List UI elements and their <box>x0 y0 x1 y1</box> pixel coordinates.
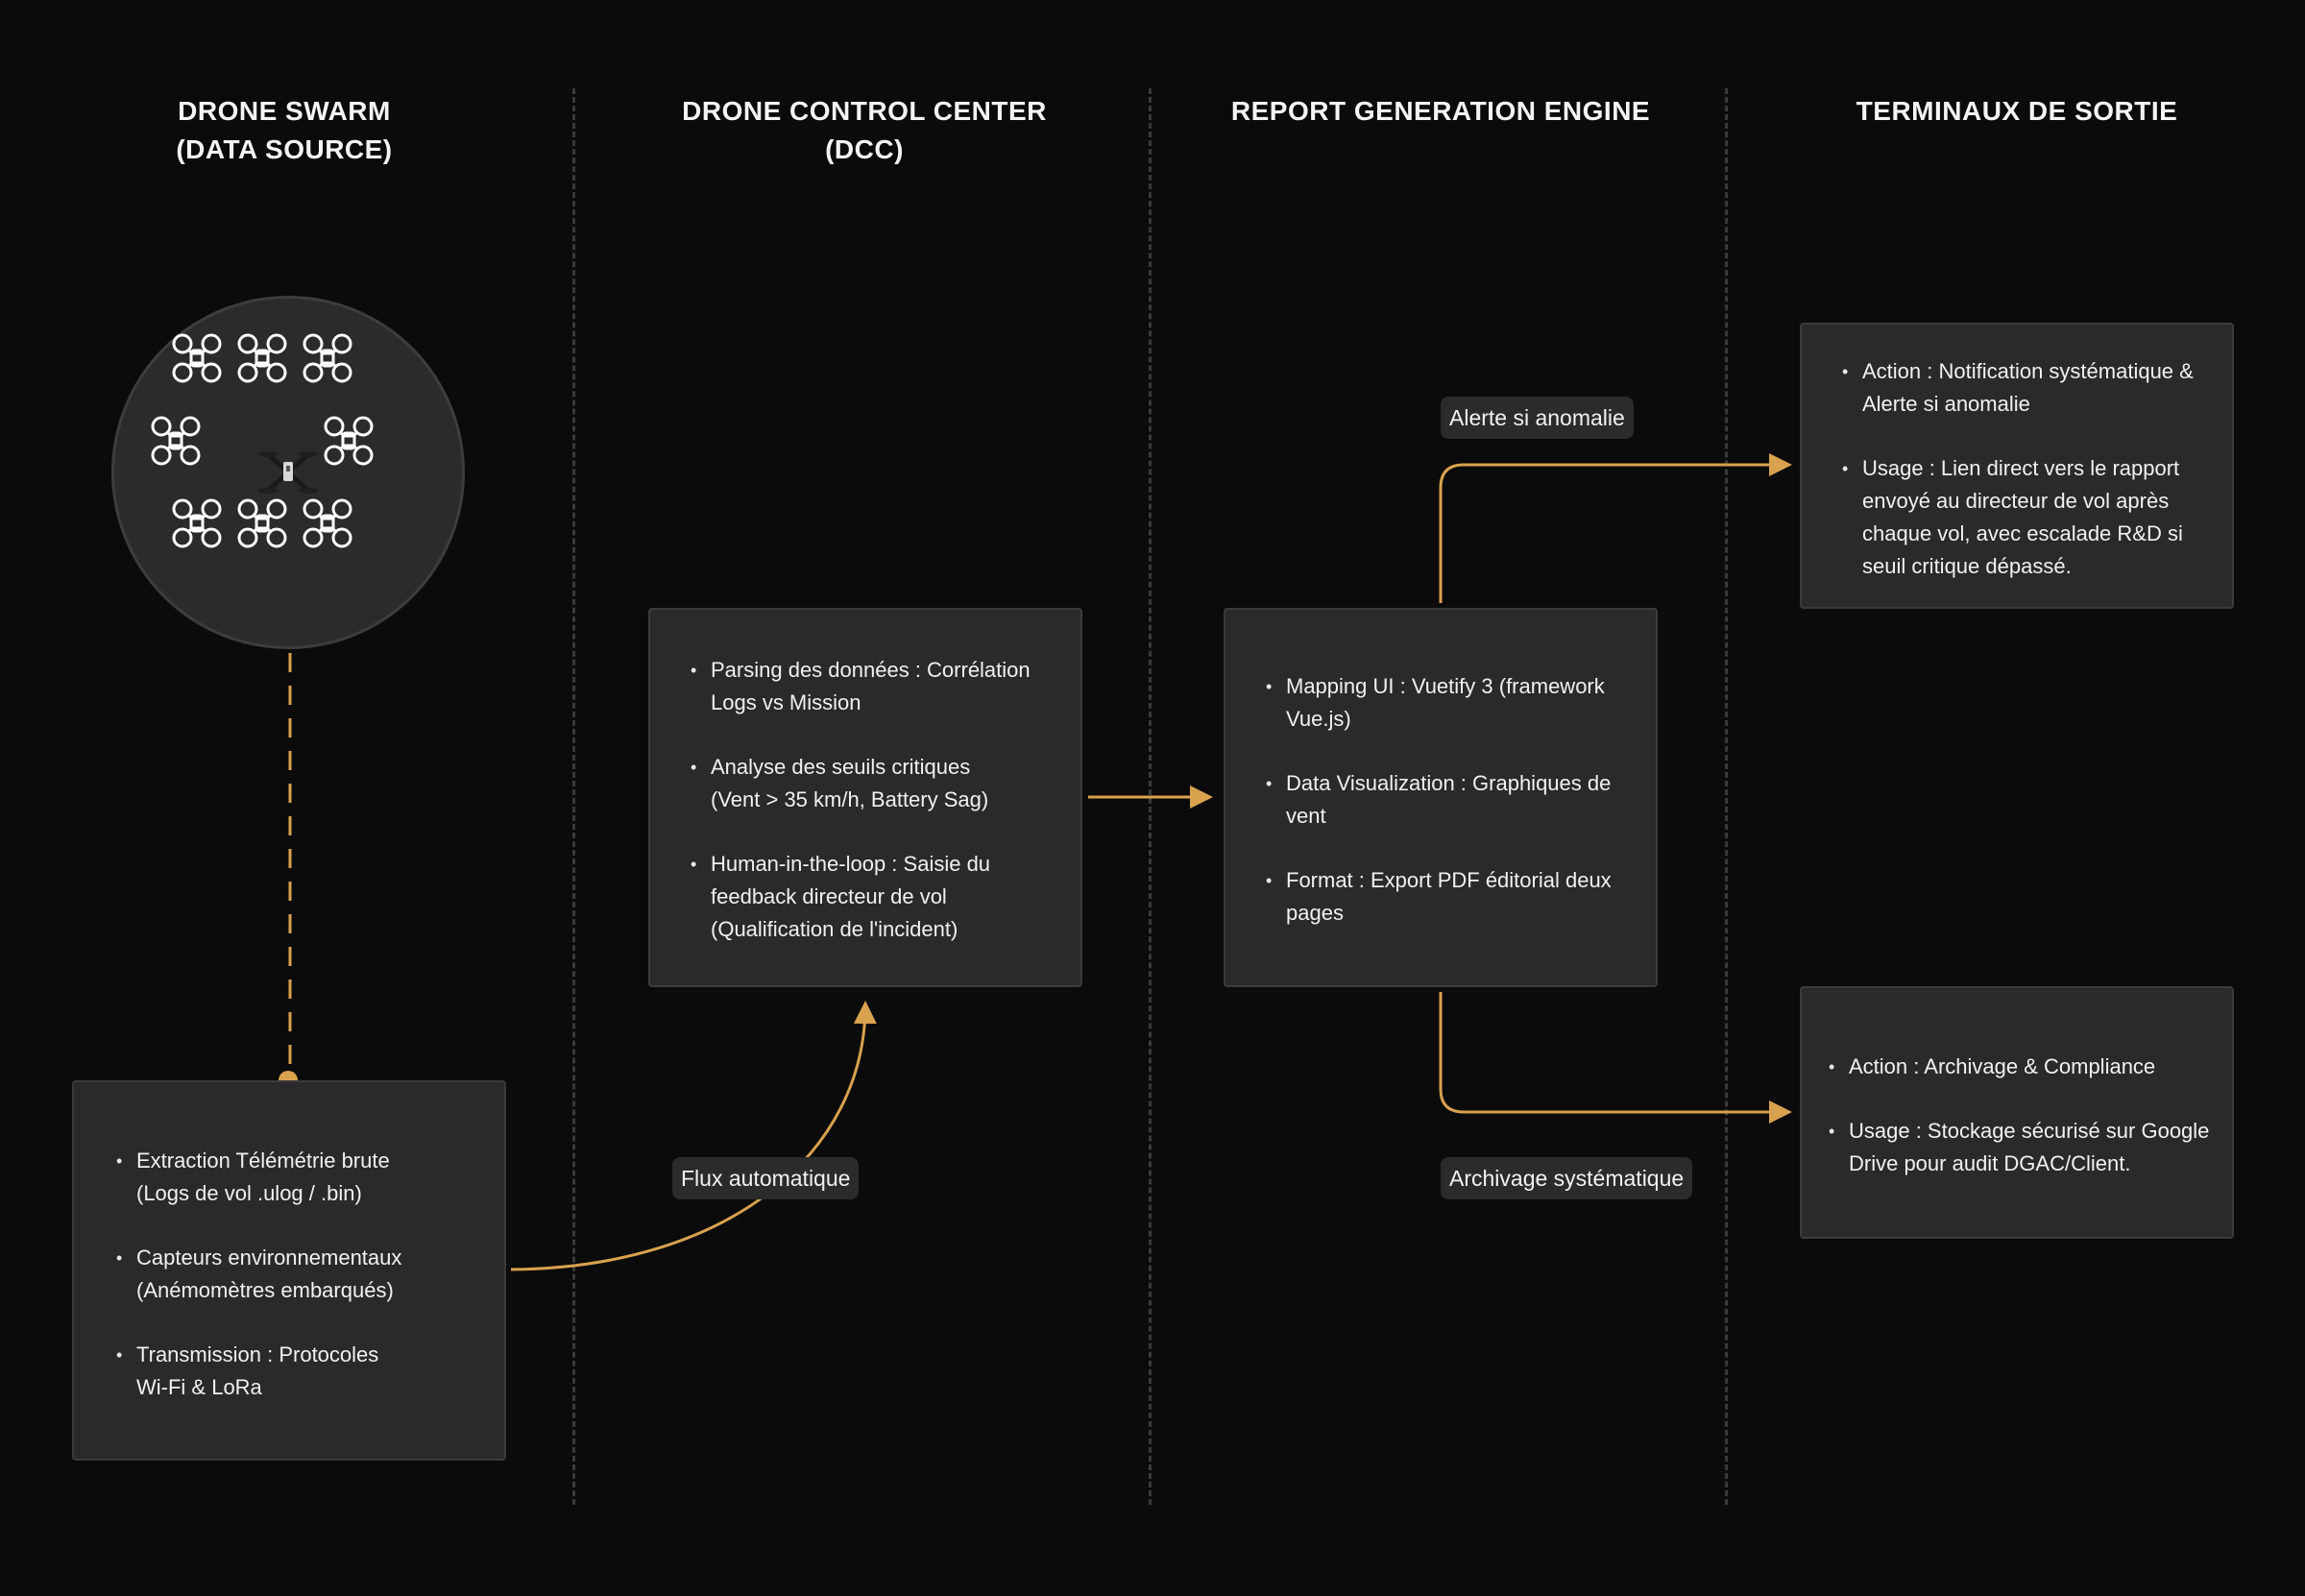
item-line: (Qualification de l'incident) <box>711 917 958 941</box>
report-engine-card: Mapping UI : Vuetify 3 (frameworkVue.js)… <box>1224 608 1658 987</box>
output-item: Action : Archivage & Compliance <box>1829 1051 2213 1083</box>
item-line: Human-in-the-loop : Saisie du <box>711 852 991 876</box>
column-title-line: DRONE CONTROL CENTER <box>682 96 1047 126</box>
item-line: Format : Export PDF éditorial deux <box>1286 868 1612 892</box>
drone-icon <box>234 496 290 551</box>
column-divider <box>1725 88 1728 1505</box>
drone-icon <box>148 413 204 469</box>
item-line: (Vent > 35 km/h, Battery Sag) <box>711 787 989 811</box>
item-line: Mapping UI : Vuetify 3 (framework <box>1286 674 1605 698</box>
column-title-line: REPORT GENERATION ENGINE <box>1230 96 1651 126</box>
engine-item: Format : Export PDF éditorial deux pages <box>1266 864 1637 930</box>
flux-automatique-tag: Flux automatique <box>672 1157 860 1199</box>
item-line: Vue.js) <box>1286 707 1351 731</box>
drone-swarm-circle <box>111 296 465 649</box>
alerte-tag: Alerte si anomalie <box>1441 397 1634 439</box>
column-title-terminaux: TERMINAUX DE SORTIE <box>1748 92 2286 131</box>
engine-item: Data Visualization : Graphiques de vent <box>1266 767 1637 833</box>
item-line: Drive pour audit DGAC/Client. <box>1849 1151 2131 1175</box>
output-item: Action : Notification systématique & Aler… <box>1842 355 2213 421</box>
item-line: (Anémomètres embarqués) <box>136 1278 394 1302</box>
item-line: (Logs de vol .ulog / .bin) <box>136 1181 362 1205</box>
archivage-tag: Archivage systématique <box>1441 1157 1693 1199</box>
item-line: envoyé au directeur de vol après <box>1862 489 2170 513</box>
column-divider <box>572 88 575 1505</box>
column-title-line: TERMINAUX DE SORTIE <box>1856 96 2178 126</box>
drone-icon <box>300 330 355 386</box>
drone-icon <box>300 496 355 551</box>
item-line: chaque vol, avec escalade R&D si <box>1862 521 2183 545</box>
archivage-arrow <box>1439 992 1792 1124</box>
item-line: pages <box>1286 901 1344 925</box>
column-title-drone-swarm: DRONE SWARM (DATA SOURCE) <box>15 92 553 169</box>
output-item: Usage : Stockage sécurisé sur GoogleDriv… <box>1829 1115 2213 1180</box>
output-item: Usage : Lien direct vers le rapport envoy… <box>1842 452 2213 583</box>
item-line: Analyse des seuils critiques <box>711 755 971 779</box>
drone-icon <box>321 413 376 469</box>
source-item: Extraction Télémétrie brute (Logs de vol … <box>116 1145 485 1210</box>
drone-icon <box>169 330 225 386</box>
item-line: Alerte si anomalie <box>1862 392 2030 416</box>
item-line: feedback directeur de vol <box>711 884 947 908</box>
column-title-subline: (DCC) <box>825 134 904 164</box>
column-title-line: DRONE SWARM <box>178 96 391 126</box>
drone-icon <box>234 330 290 386</box>
item-line: Data Visualization : Graphiques de <box>1286 771 1612 795</box>
output-archive-card: Action : Archivage & Compliance Usage : … <box>1800 986 2234 1239</box>
item-line: Capteurs environnementaux <box>136 1245 402 1270</box>
source-card: Extraction Télémétrie brute (Logs de vol … <box>72 1080 506 1461</box>
item-line: Transmission : Protocoles <box>136 1342 379 1366</box>
item-line: Usage : Lien direct vers le rapport <box>1862 456 2180 480</box>
item-line: Parsing des données : Corrélation <box>711 658 1031 682</box>
item-line: seuil critique dépassé. <box>1862 554 2072 578</box>
item-line: vent <box>1286 804 1326 828</box>
item-line: Usage : Stockage sécurisé sur Google <box>1849 1119 2210 1143</box>
output-notification-card: Action : Notification systématique & Aler… <box>1800 323 2234 609</box>
drone-icon <box>169 496 225 551</box>
central-drone-icon <box>256 441 320 504</box>
dcc-item: Human-in-the-loop : Saisie du feedback di… <box>691 848 1061 946</box>
column-title-dcc: DRONE CONTROL CENTER (DCC) <box>595 92 1133 169</box>
item-line: Action : Archivage & Compliance <box>1849 1054 2156 1078</box>
source-item: Capteurs environnementaux (Anémomètres em… <box>116 1242 485 1307</box>
item-line: Action : Notification systématique & <box>1862 359 2194 383</box>
item-line: Logs vs Mission <box>711 690 861 714</box>
alerte-arrow <box>1439 453 1792 603</box>
column-title-subline: (DATA SOURCE) <box>176 134 393 164</box>
dcc-item: Analyse des seuils critiques (Vent > 35 k… <box>691 751 1061 816</box>
item-line: Extraction Télémétrie brute <box>136 1149 390 1173</box>
item-line: Wi-Fi & LoRa <box>136 1375 262 1399</box>
flux-automatique-arrow <box>510 1001 877 1271</box>
column-title-report-engine: REPORT GENERATION ENGINE <box>1172 92 1710 131</box>
